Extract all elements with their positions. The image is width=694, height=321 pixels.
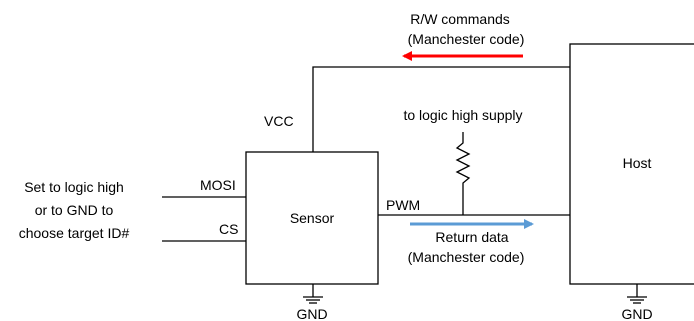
host-block [569,43,694,285]
vcc-line [312,66,570,152]
sensor-label: Sensor [290,210,335,226]
return-label-line1: Return data [435,229,508,245]
host-gnd-label: GND [621,306,652,321]
host-ground-icon [627,284,647,304]
mosi-label: MOSI [200,177,236,193]
sensor-gnd-label: GND [296,306,327,321]
commands-label-line1: R/W commands [410,11,510,27]
sensor-block [245,151,379,285]
sensor-ground-icon [303,284,323,304]
cs-label: CS [219,221,238,237]
pullup-label: to logic high supply [403,107,522,123]
pullup-resistor [455,132,471,215]
id-note-line1: Set to logic high [24,179,124,195]
id-note-line3: choose target ID# [19,225,130,241]
vcc-label: VCC [264,113,294,129]
id-note-line2: or to GND to [35,202,114,218]
commands-label-line2: (Manchester code) [408,31,525,47]
host-label: Host [623,155,652,171]
pwm-label: PWM [386,197,420,213]
return-label-line2: (Manchester code) [408,249,525,265]
